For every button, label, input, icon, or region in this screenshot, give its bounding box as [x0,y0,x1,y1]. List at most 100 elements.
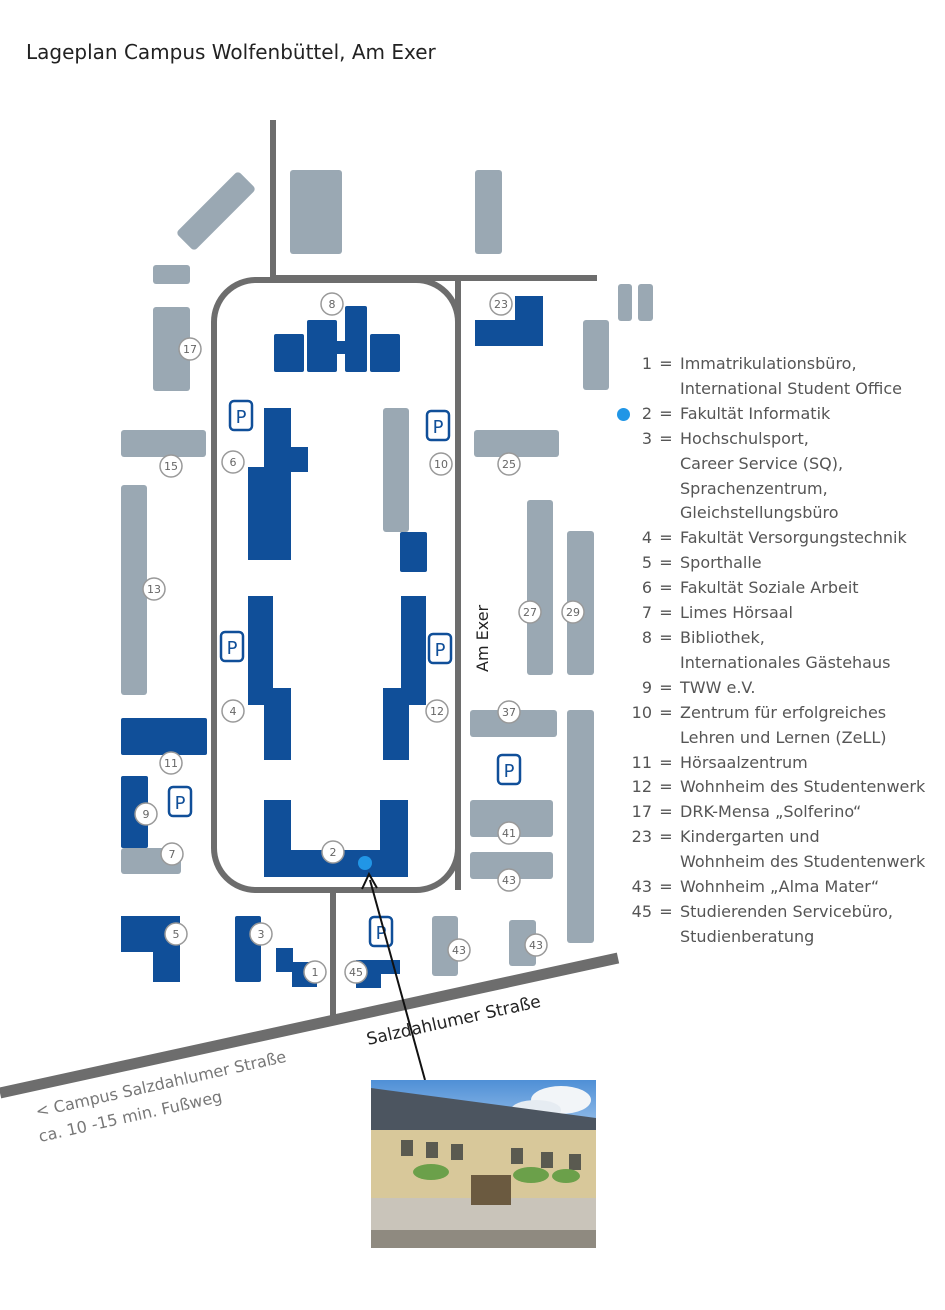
road-salzdahlumer [0,952,620,1099]
legend-label: Fakultät Soziale Arbeit [680,578,859,598]
label-4: 4 [221,699,245,723]
legend-number-text: 2 [641,403,652,423]
svg-text:27: 27 [523,606,537,619]
svg-text:12: 12 [430,705,444,718]
legend-label: TWW e.V. [680,677,756,697]
legend-equals: = [659,877,673,897]
legend-number-text: 23 [631,827,652,847]
legend-label: Lehren und Lernen (ZeLL) [680,727,887,747]
legend-number: 17 [600,800,652,825]
legend-row: 43=Wohnheim „Alma Mater“ [600,875,945,900]
legend-number: 1 [600,352,652,377]
svg-text:45: 45 [349,966,363,979]
legend-number-text: 3 [641,428,652,448]
legend-row: 6 = Fakultät Soziale Arbeit [600,576,945,601]
building-grey [474,430,559,457]
building-grey [567,710,594,943]
parking-signs: P P P P P P P [167,399,522,948]
legend-label: Internationales Gästehaus [680,652,891,672]
legend-label: Immatrikulationsbüro, [680,354,857,373]
legend-number: 8 [600,626,652,651]
legend-equals [652,452,680,477]
legend-label: International Student Office [680,378,902,398]
svg-text:15: 15 [164,460,178,473]
label-6: 6 [221,450,245,474]
legend-number: 2 [600,402,652,427]
arrow-icon [361,871,426,1081]
label-3: 3 [249,922,273,946]
street-label-am-exer: Am Exer [473,604,492,672]
legend-number-text: 17 [631,802,652,822]
legend-label: Wohnheim des Studentenwerk [680,852,926,872]
legend-row: 8=Bibliothek, [600,626,945,651]
building-grey [153,307,190,391]
legend-number [600,452,652,477]
label-23: 23 [489,292,513,316]
building-grey [527,500,553,675]
svg-text:8: 8 [329,298,336,311]
legend-row: 4=Fakultät Versorgungstechnik [600,526,945,551]
legend-equals: = [659,553,673,573]
building-8-part [370,334,400,372]
legend-row: 7=Limes Hörsaal [600,601,945,626]
legend-label: DRK-Mensa „Solferino“ [680,802,862,822]
label-37: 37 [497,700,521,724]
label-10: 10 [429,452,453,476]
legend-row: 1 = Immatrikulationsbüro, [600,352,945,377]
street-label-salzdahlumer: Salzdahlumer Straße [365,992,543,1050]
legend-equals: = [659,578,673,598]
legend-row: 10=Zentrum für erfolgreiches [600,701,945,726]
legend-label: Hochschulsport, [680,428,809,448]
legend-equals: = [659,603,673,623]
legend-label: Sporthalle [680,553,762,573]
parking-icon: P [219,630,245,663]
legend-row: Wohnheim des Studentenwerk [600,850,945,875]
legend-number-text: 45 [631,901,652,921]
legend-row: 23=Kindergarten und [600,825,945,850]
svg-text:9: 9 [143,808,150,821]
svg-text:3: 3 [258,928,265,941]
faculty-buildings [121,296,543,988]
svg-text:P: P [227,638,238,659]
legend: 1 = Immatrikulationsbüro, International Stu… [600,352,945,950]
label-15: 15 [159,454,183,478]
legend-number [600,850,652,875]
legend-number: 9 [600,676,652,701]
building-8-part [274,334,304,372]
label-12: 12 [425,699,449,723]
building-45 [356,960,400,988]
legend-number-text: 5 [641,553,652,573]
legend-row: Gleichstellungsbüro [600,501,945,526]
svg-text:P: P [504,761,515,782]
label-9: 9 [134,802,158,826]
svg-text:6: 6 [230,456,237,469]
legend-row: Lehren und Lernen (ZeLL) [600,726,945,751]
building-grey [470,800,553,837]
legend-equals: = [659,428,673,448]
legend-label: Gleichstellungsbüro [680,503,839,523]
legend-equals: = [659,827,673,847]
legend-number: 23 [600,825,652,850]
label-41: 41 [497,821,521,845]
legend-number: 6 [600,576,652,601]
building-grey [383,408,409,532]
legend-equals [652,726,680,751]
label-17: 17 [178,337,202,361]
svg-text:1: 1 [312,966,319,979]
building-grey [470,710,557,737]
svg-text:41: 41 [502,827,516,840]
legend-label: Studienberatung [680,926,815,946]
legend-label: Sprachenzentrum, [680,478,828,498]
legend-equals: = [659,403,673,423]
legend-number [600,501,652,526]
legend-equals [652,477,680,502]
parking-icon: P [425,409,451,442]
legend-label: Hörsaalzentrum [680,752,808,772]
legend-equals: = [659,354,673,373]
legend-label: Limes Hörsaal [680,603,793,623]
legend-number-text: 9 [641,677,652,697]
legend-equals: = [659,802,673,822]
label-43: 43 [524,933,548,957]
legend-number-text: 6 [641,578,652,598]
